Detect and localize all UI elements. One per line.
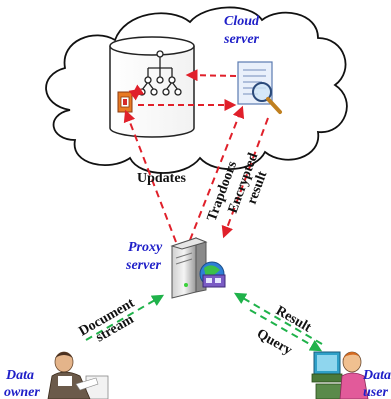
data-owner-icon (47, 351, 109, 399)
search-document-icon (237, 61, 282, 114)
index-tree-icon (138, 50, 182, 96)
arrow-document-stream (85, 294, 165, 341)
arrow-query (249, 309, 323, 352)
cloud-shape (45, 6, 348, 174)
arrow-encrypted-result (221, 117, 269, 239)
query-label: Query (254, 326, 295, 358)
cloud-server-label-line2: server (223, 32, 260, 47)
updates-label: Updates (137, 171, 187, 186)
data-user-icon (311, 351, 369, 399)
proxy-server-icon (170, 237, 226, 299)
arrow-search-to-tree (185, 69, 237, 82)
data-user-label-line2: user (363, 385, 388, 399)
encrypted-document-icon (117, 91, 133, 113)
result-label: Result (273, 303, 314, 335)
arrow-tree-to-document (128, 84, 145, 101)
data-user-label-line1: Data (362, 368, 391, 383)
proxy-server-label-line2: server (125, 258, 162, 273)
arrow-result (233, 292, 323, 345)
proxy-server-label-line1: Proxy (128, 240, 163, 255)
data-owner-label-line1: Data (5, 368, 34, 383)
data-owner-label-line2: owner (4, 385, 40, 399)
cloud-server-label-line1: Cloud (224, 14, 260, 29)
